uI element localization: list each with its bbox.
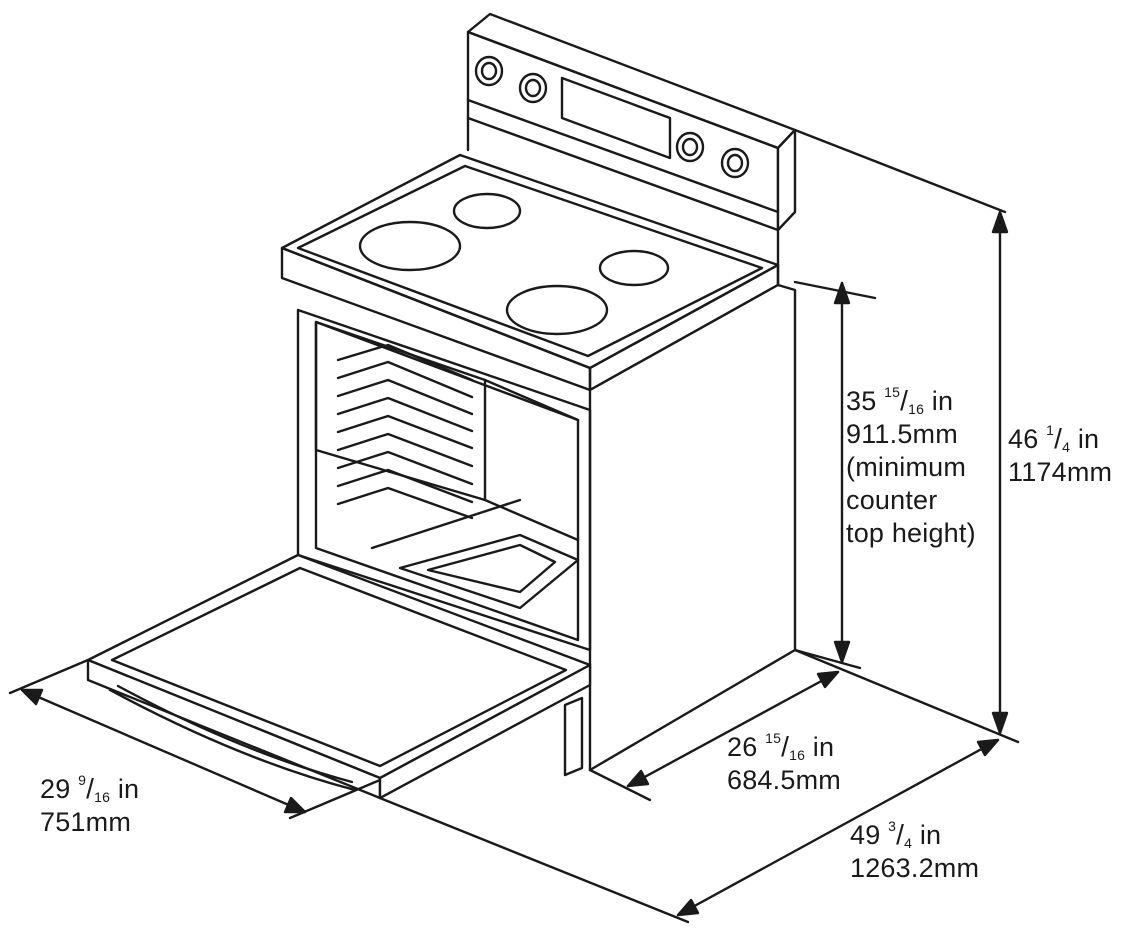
dimension-line-overall-height [793, 128, 1020, 744]
oven-cavity [296, 308, 592, 652]
control-knob [518, 72, 548, 104]
note-line: (minimum [846, 452, 967, 482]
control-knob [720, 147, 750, 179]
metric-value: 684.5mm [727, 765, 841, 795]
fraction-numerator: 3 [888, 818, 897, 834]
unit-label: in [1077, 424, 1100, 454]
whole-number: 26 [727, 732, 758, 762]
label-depth: 26 15/16 in 684.5mm [727, 730, 841, 795]
burner-element [598, 249, 670, 287]
label-depth-door-open: 49 3/4 in 1263.2mm [850, 818, 980, 883]
fraction-denominator: 16 [789, 747, 806, 763]
fraction-denominator: 16 [908, 401, 925, 417]
unit-label: in [117, 774, 140, 804]
burner-element [505, 284, 609, 336]
range-side-panel [588, 283, 797, 772]
fraction-numerator: 15 [765, 730, 782, 746]
note-line: counter [846, 485, 938, 515]
fraction-numerator: 9 [78, 772, 87, 788]
fraction-denominator: 16 [94, 789, 111, 805]
metric-value: 1263.2mm [850, 853, 980, 883]
control-display [560, 76, 672, 160]
metric-value: 1174mm [1008, 457, 1113, 487]
metric-value: 751mm [40, 807, 132, 837]
door-handle [108, 688, 357, 792]
burner-element [452, 192, 522, 230]
oven-door [86, 553, 592, 800]
fraction-numerator: 15 [884, 384, 901, 400]
fraction-numerator: 1 [1046, 422, 1055, 438]
note-line: top height) [846, 518, 976, 548]
dimension-line-depth [588, 670, 840, 802]
fraction-denominator: 4 [904, 835, 913, 851]
whole-number: 49 [850, 820, 881, 850]
fraction-denominator: 4 [1062, 439, 1071, 455]
backguard-panel [466, 12, 797, 232]
whole-number: 29 [40, 774, 71, 804]
label-overall-height: 46 1/4 in 1174mm [1008, 422, 1113, 487]
label-cooktop-height: 35 15/16 in 911.5mm (minimum counter top… [846, 384, 976, 548]
label-width: 29 9/16 in 751mm [40, 772, 140, 837]
metric-value: 911.5mm [846, 419, 958, 449]
burner-element [358, 220, 462, 272]
control-knob [474, 55, 504, 87]
unit-label: in [931, 386, 954, 416]
dimension-line-cooktop-height [793, 280, 877, 670]
unit-label: in [812, 732, 835, 762]
dimension-line-depth-door-open [378, 738, 1000, 924]
whole-number: 46 [1008, 424, 1039, 454]
whole-number: 35 [846, 386, 877, 416]
dimension-line-width [8, 658, 382, 820]
unit-label: in [919, 820, 942, 850]
control-knob [675, 131, 705, 163]
